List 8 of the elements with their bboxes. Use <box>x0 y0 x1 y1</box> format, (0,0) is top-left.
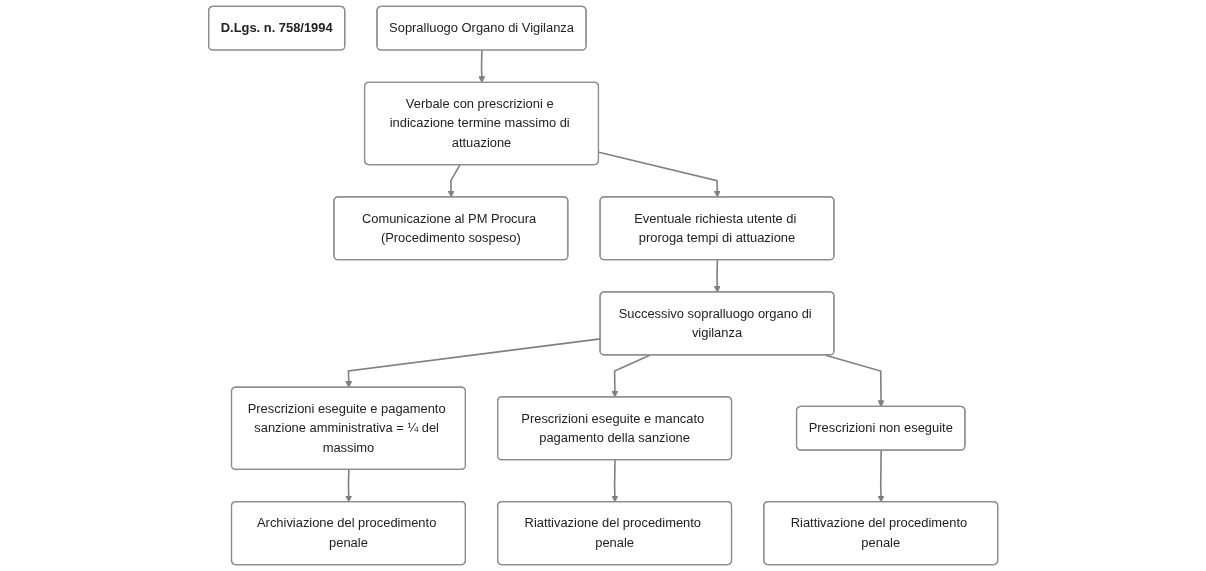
arrow <box>824 354 885 408</box>
arrow <box>344 468 353 503</box>
arrow <box>713 259 721 293</box>
arrow <box>478 49 486 83</box>
arrow <box>447 164 461 198</box>
arrow <box>611 354 651 398</box>
arrow <box>877 449 885 503</box>
arrow <box>611 459 619 503</box>
